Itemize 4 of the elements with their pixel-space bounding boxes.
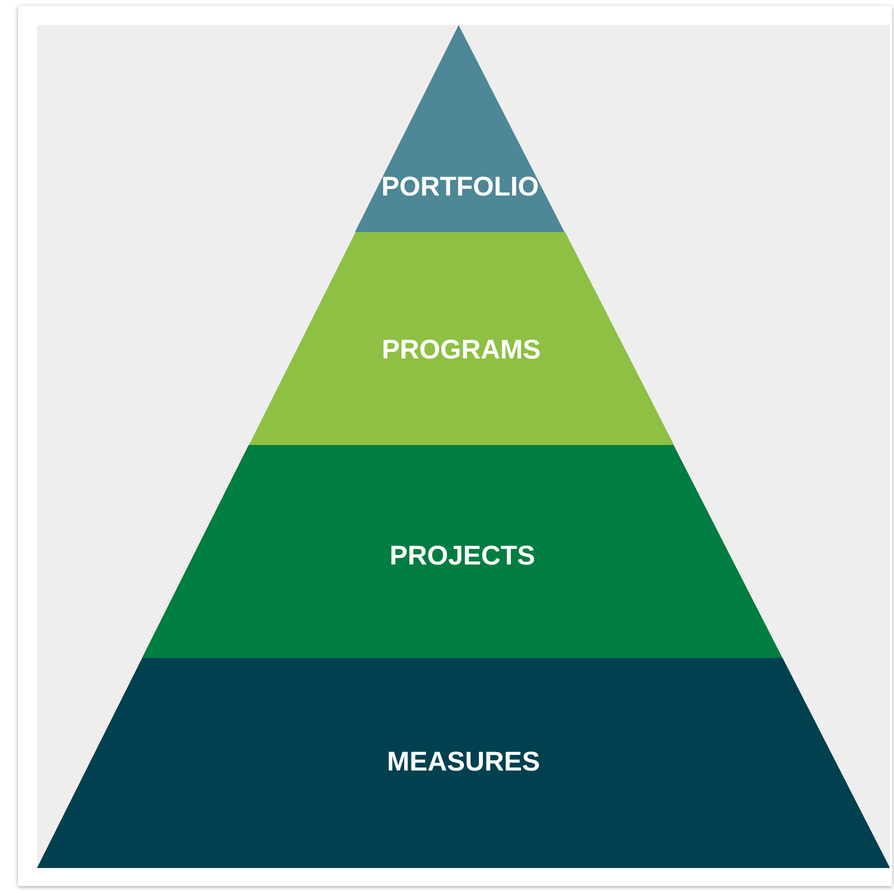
tier-label: PORTFOLIO [380,172,540,202]
tier-label: PROGRAMS [380,334,542,366]
tier-label: MEASURES [386,746,542,778]
tier-label: PROJECTS [388,540,536,572]
